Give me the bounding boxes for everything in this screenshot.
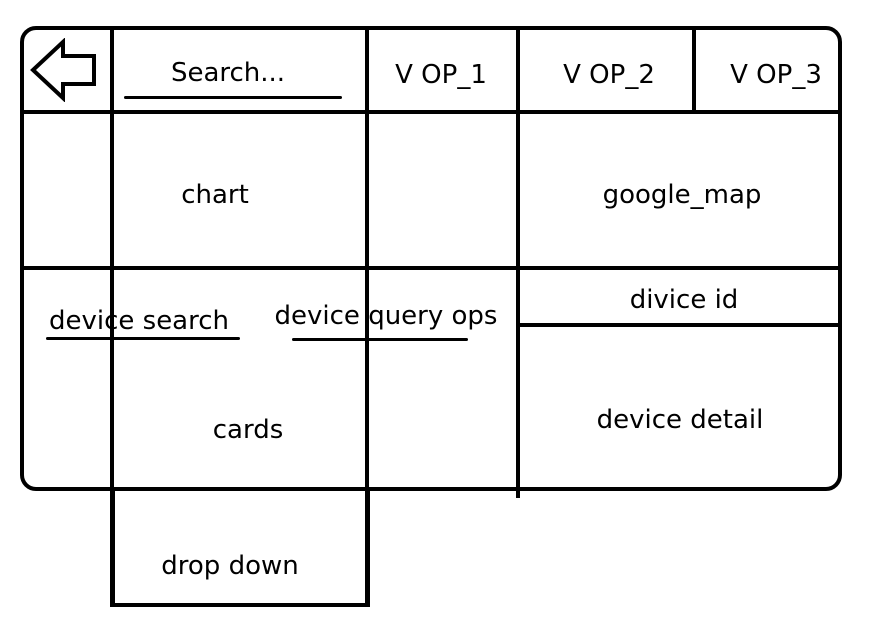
- divider-detail-column: [516, 28, 520, 498]
- left-arrow-icon[interactable]: [30, 38, 100, 102]
- device-query-ops-underline: [292, 338, 468, 341]
- google-map-panel-label: google_map: [602, 180, 762, 210]
- divider-left-column: [110, 28, 114, 607]
- search-placeholder: Search...: [170, 58, 286, 88]
- wireframe-frame: [20, 26, 842, 491]
- search-underline: [124, 96, 342, 99]
- divider-cards-column: [365, 28, 369, 607]
- drop-down-label: drop down: [161, 551, 299, 581]
- cards-panel-label: cards: [212, 415, 284, 445]
- device-detail-panel-label: device detail: [596, 405, 764, 435]
- device-search-label: device search: [48, 306, 230, 336]
- device-query-ops-label: device query ops: [274, 301, 498, 331]
- divider-device-id: [516, 323, 840, 327]
- device-search-underline: [46, 337, 240, 340]
- view-option-3-button[interactable]: V OP_3: [730, 60, 822, 90]
- view-option-1-button[interactable]: V OP_1: [395, 60, 487, 90]
- chart-panel-label: chart: [181, 180, 249, 210]
- divider-middle: [22, 266, 840, 270]
- device-id-label: divice id: [629, 285, 739, 315]
- divider-vop-2-3: [692, 28, 696, 112]
- drop-down[interactable]: [111, 491, 370, 607]
- divider-header: [22, 110, 840, 114]
- view-option-2-button[interactable]: V OP_2: [563, 60, 655, 90]
